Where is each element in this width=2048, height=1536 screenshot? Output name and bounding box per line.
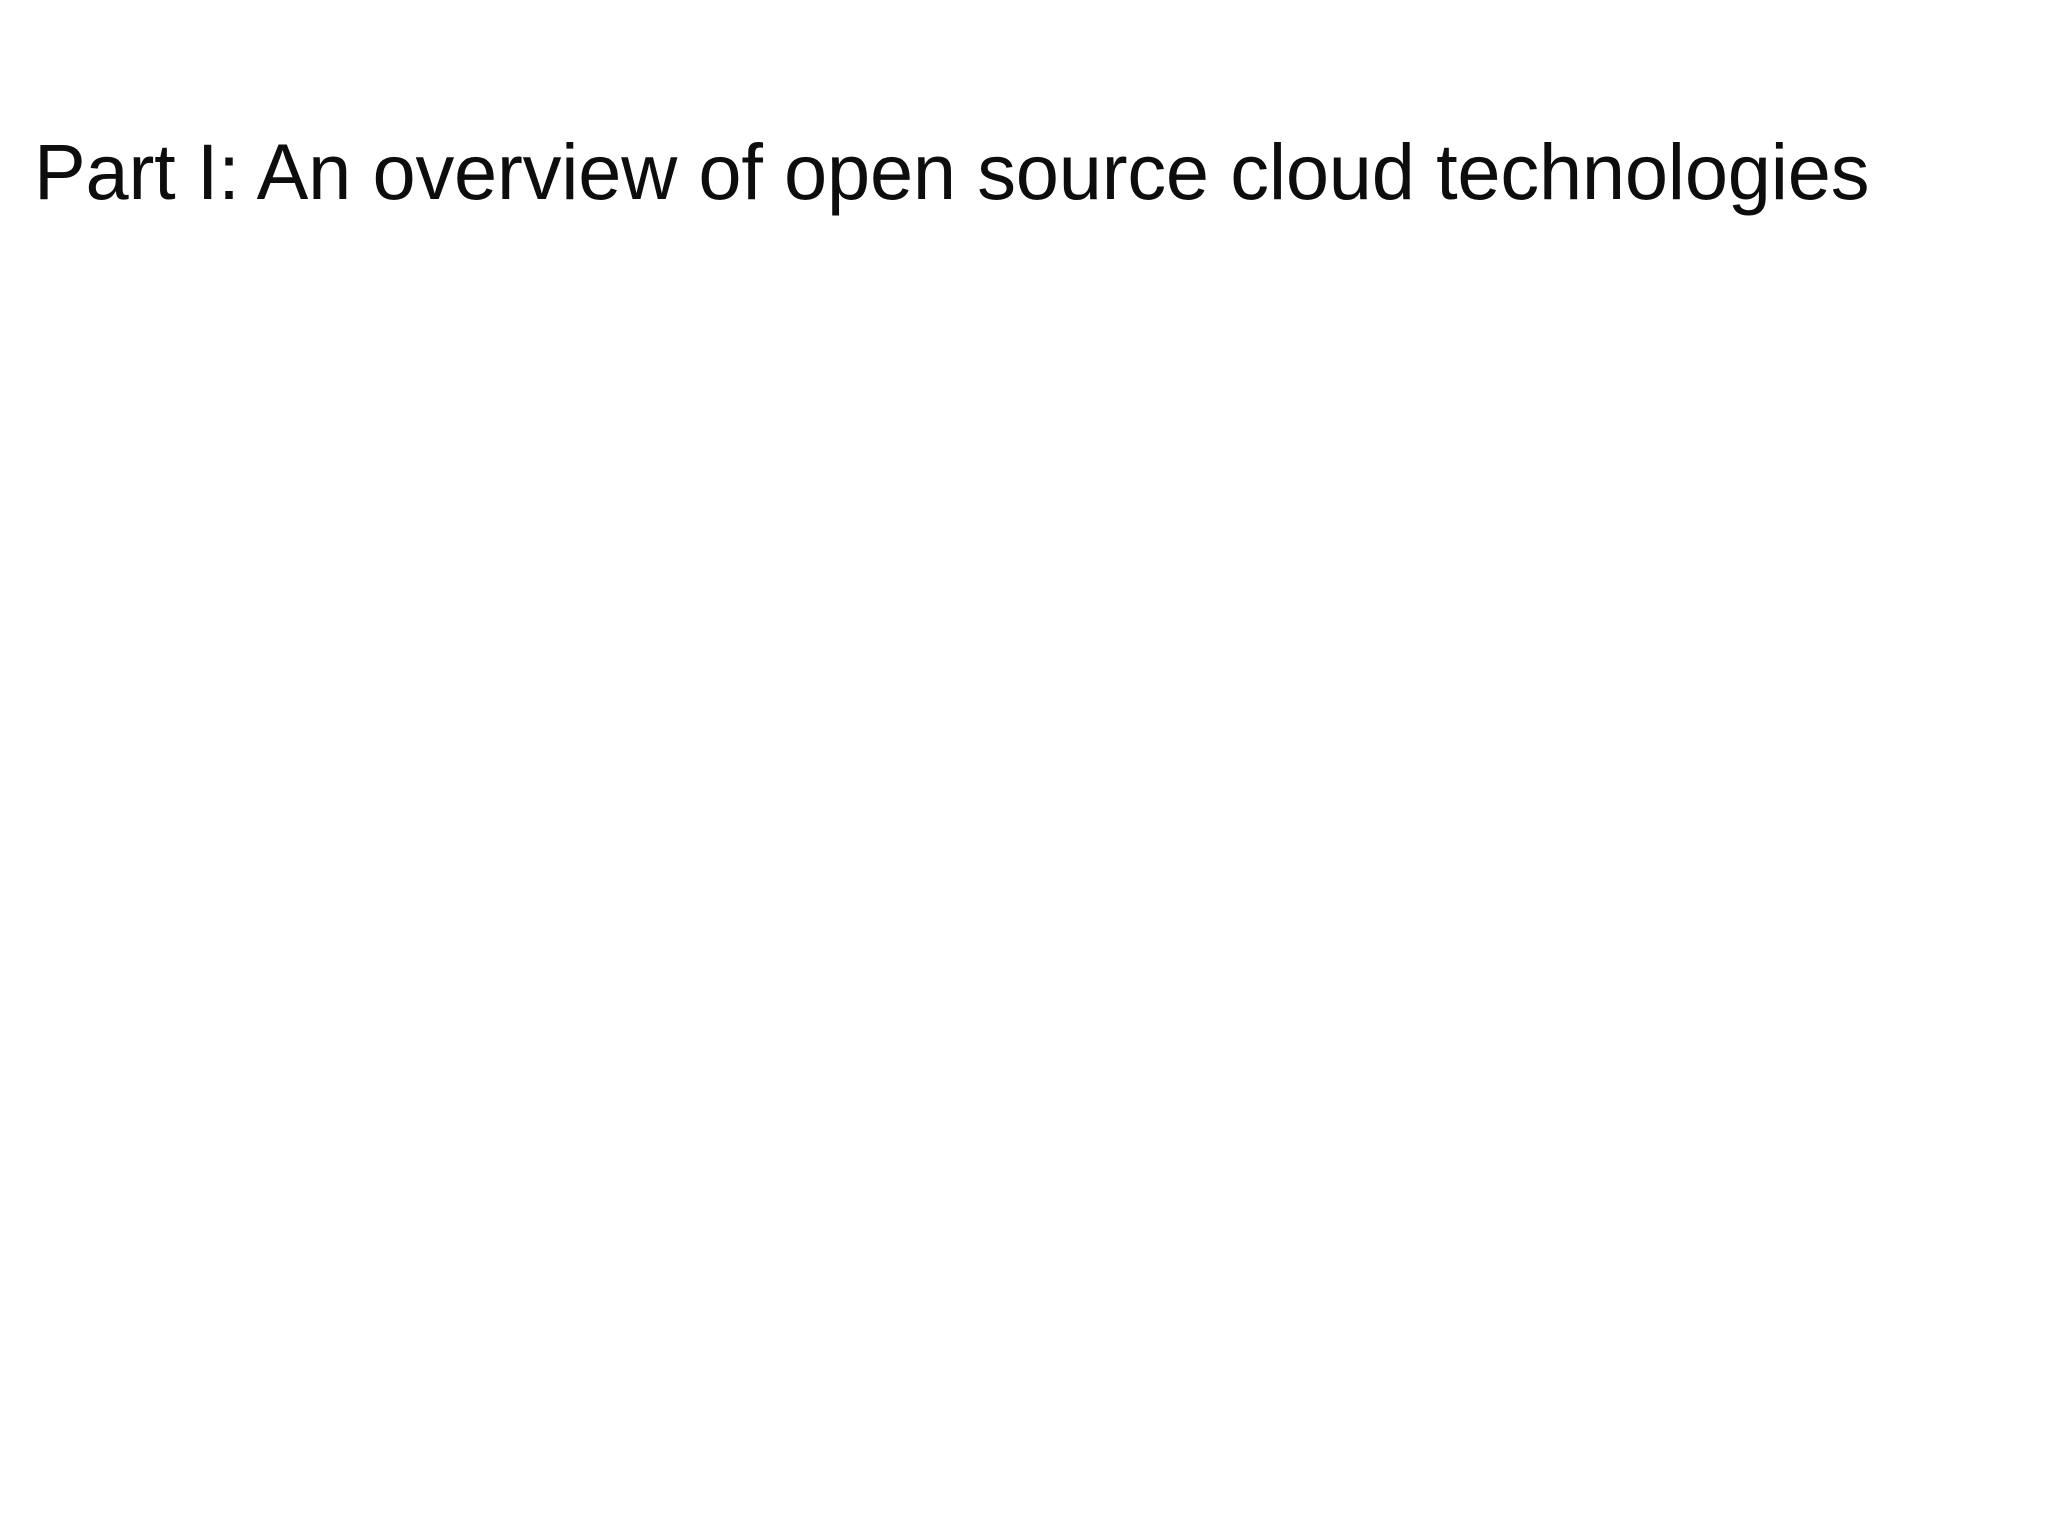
page-title: Part I: An overview of open source cloud… [34, 127, 1870, 216]
slide-title-placeholder[interactable]: Part I: An overview of open source cloud… [34, 118, 2024, 268]
slide-body-placeholder[interactable] [34, 300, 2014, 1496]
